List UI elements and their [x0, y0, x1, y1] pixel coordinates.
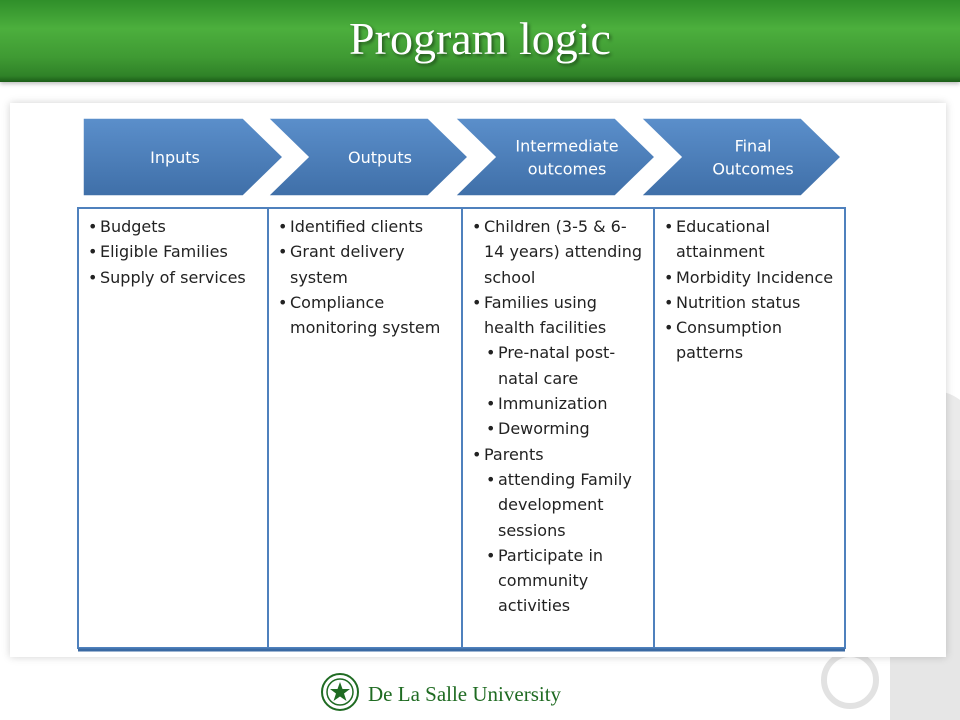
stage-label: outcomes: [528, 160, 607, 179]
stage-label: Final: [735, 137, 772, 156]
stage-chevron: [453, 117, 657, 197]
bullet-item: Compliance monitoring system: [274, 290, 454, 341]
slide-header: Program logic: [0, 0, 960, 82]
sub-bullet-item: Participate in community activities: [482, 543, 646, 619]
bullet-text: Morbidity Incidence: [676, 267, 834, 287]
stage-chevron: [82, 117, 285, 197]
bullet-text: Educational attainment: [676, 217, 770, 262]
bullet-item: Nutrition status: [660, 290, 837, 316]
sub-bullet-list: attending Family development sessionsPar…: [468, 467, 646, 619]
bullet-item: Budgets: [84, 214, 260, 240]
bullet-text: Families using health facilities: [484, 292, 607, 338]
stage-label: Inputs: [150, 148, 200, 167]
stage-column-2-content: Identified clientsGrant delivery systemC…: [274, 214, 454, 340]
sub-bullet-item: Deworming: [482, 416, 646, 442]
bullet-item: Educational attainment: [660, 214, 837, 265]
bullet-text: Eligible Families: [100, 242, 228, 262]
bullet-text: Identified clients: [290, 217, 424, 236]
bullet-item: Supply of services: [84, 265, 260, 291]
bullet-item: Identified clients: [274, 214, 454, 240]
bullet-text: Compliance monitoring system: [290, 292, 441, 338]
slide-title: Program logic: [349, 13, 611, 64]
bullet-text: Grant delivery system: [290, 242, 405, 287]
bullet-item: Parents: [468, 442, 646, 468]
bullet-item: Families using health facilities: [468, 290, 646, 341]
sub-bullet-item: attending Family development sessions: [482, 467, 646, 543]
university-seal-icon: [320, 672, 360, 716]
stage-chevron: [639, 117, 843, 197]
bullet-text: Parents: [484, 444, 544, 464]
stage-label: Outputs: [348, 148, 412, 167]
bullet-item: Grant delivery system: [274, 239, 454, 290]
bullet-item: Morbidity Incidence: [660, 265, 837, 291]
bullet-text: Nutrition status: [676, 292, 801, 312]
sub-bullet-item: Pre-natal post-natal care: [482, 340, 646, 391]
bullet-item: Children (3-5 & 6-14 years) attending sc…: [468, 214, 646, 290]
stage-column-4-content: Educational attainmentMorbidity Incidenc…: [660, 214, 837, 366]
bullet-text: Consumption patterns: [676, 318, 782, 363]
bullet-list: BudgetsEligible FamiliesSupply of servic…: [84, 214, 260, 290]
stage-chevron: [266, 117, 470, 197]
bullet-text: Budgets: [100, 217, 166, 236]
bullet-list: Children (3-5 & 6-14 years) attending sc…: [468, 214, 646, 619]
footer-brand: De La Salle University: [320, 672, 562, 716]
stage-label: Outcomes: [712, 160, 793, 179]
bullet-item: Eligible Families: [84, 239, 260, 265]
stage-column-3-content: Children (3-5 & 6-14 years) attending sc…: [468, 214, 646, 619]
bullet-text: Children (3-5 & 6-14 years) attending sc…: [484, 217, 643, 287]
bullet-list: Educational attainmentMorbidity Incidenc…: [660, 214, 837, 366]
university-name: De La Salle University: [368, 681, 562, 706]
bullet-list: Identified clientsGrant delivery systemC…: [274, 214, 454, 340]
sub-bullet-list: Pre-natal post-natal careImmunizationDew…: [468, 340, 646, 441]
stage-column-1-content: BudgetsEligible FamiliesSupply of servic…: [84, 214, 260, 290]
sub-bullet-item: Immunization: [482, 391, 646, 417]
bullet-item: Consumption patterns: [660, 315, 837, 366]
bullet-text: Supply of services: [100, 267, 246, 287]
stage-label: Intermediate: [515, 137, 618, 156]
